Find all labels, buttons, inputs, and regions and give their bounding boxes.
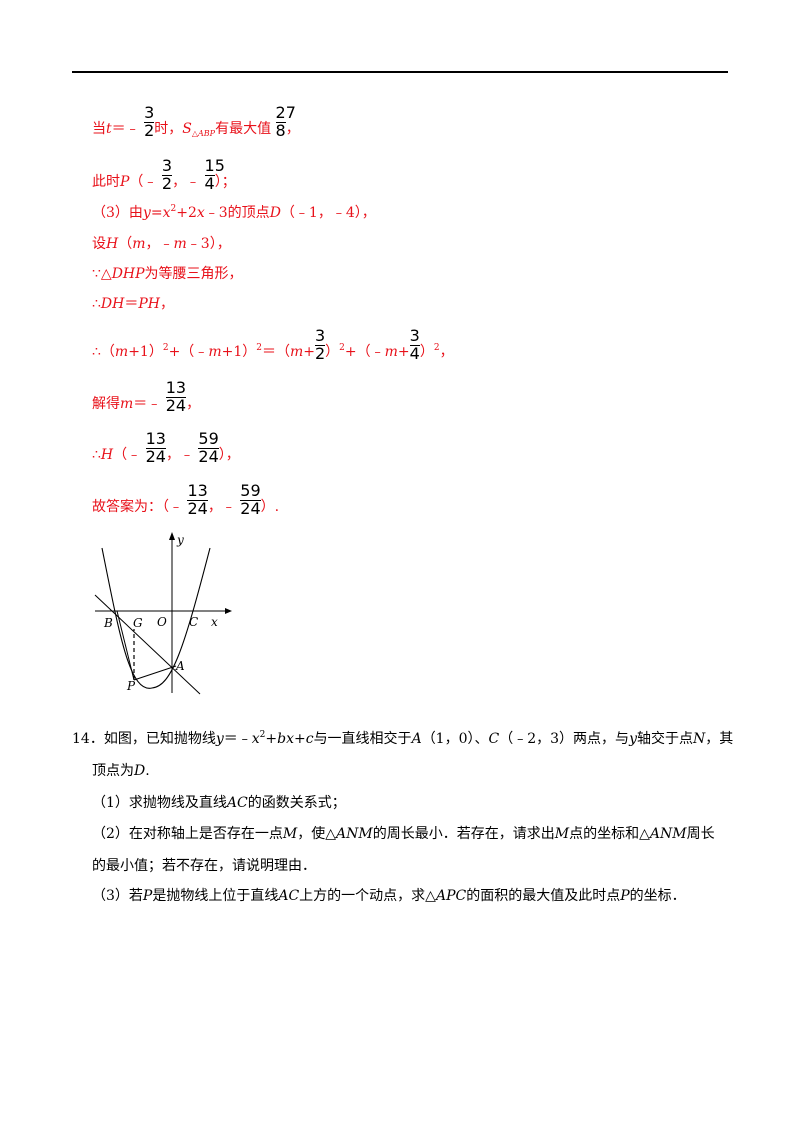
y-axis-arrow — [169, 532, 175, 540]
label-o: O — [157, 615, 167, 629]
label-x: x — [211, 615, 218, 629]
solution-line-6: ∴DH＝PH， — [92, 296, 174, 312]
label-a: A — [175, 659, 185, 673]
solution-line-3: （3）由y=x2+2x﹣3的顶点D（﹣1，﹣4）， — [92, 204, 376, 222]
line-bp — [116, 610, 135, 681]
line-ba — [94, 594, 201, 695]
label-b: B — [103, 616, 113, 630]
solution-line-4: 设H（m，﹣m﹣3）， — [92, 236, 231, 252]
question-line-2: 顶点为D. — [92, 763, 150, 779]
question-line-1: 14．如图，已知抛物线y＝﹣x2+bx+c与一直线相交于A（1，0）、C（﹣2，… — [72, 730, 734, 748]
question-line-5: 的最小值；若不存在，请说明理由． — [92, 858, 316, 874]
label-p: P — [126, 679, 136, 693]
x-axis-arrow — [225, 608, 232, 614]
parabola-curve — [101, 547, 211, 689]
line-pa — [133, 665, 177, 681]
header-rule — [72, 71, 728, 73]
label-c: C — [189, 615, 198, 629]
solution-line-5: ∵△DHP为等腰三角形， — [92, 266, 243, 282]
question-line-4: （2）在对称轴上是否存在一点M，使△ANM的周长最小．若存在，请求出M点的坐标和… — [92, 826, 715, 842]
label-y: y — [176, 533, 184, 547]
label-g: G — [133, 616, 143, 630]
question-line-3: （1）求抛物线及直线AC的函数关系式； — [92, 795, 346, 811]
question-line-6: （3）若P是抛物线上位于直线AC上方的一个动点，求△APC的面积的最大值及此时点… — [92, 888, 686, 904]
parabola-figure: y x O B G C A P — [94, 532, 232, 695]
